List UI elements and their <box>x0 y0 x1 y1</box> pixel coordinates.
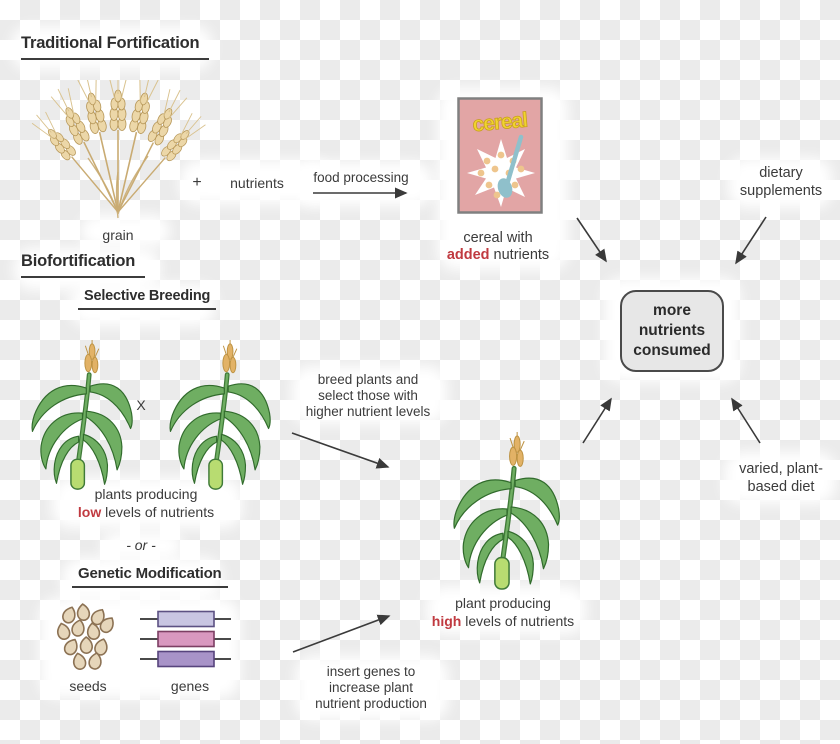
grain-label: grain <box>102 227 134 243</box>
genes-label: genes <box>170 678 210 694</box>
biofortification-heading: Biofortification <box>21 252 146 278</box>
arrow-genes-to-plant <box>292 614 391 653</box>
plant-result-line2: high levels of nutrients <box>432 612 574 630</box>
plus-sign: + <box>192 174 202 191</box>
white-patch <box>296 656 448 720</box>
insert-line1: insert genes to <box>326 664 416 679</box>
white-patch <box>80 215 170 247</box>
insert-genes-note: insert genes to increase plant nutrient … <box>315 664 427 711</box>
plant-result-line1: plant producing <box>455 595 551 611</box>
outcome-line3: consumed <box>633 342 711 359</box>
breed-line3: higher nutrient levels <box>305 403 431 419</box>
corn-plant-illustration-result <box>450 432 562 592</box>
varied-diet-label: varied, plant- based diet <box>739 460 823 496</box>
white-patch <box>14 248 160 290</box>
high-highlight: high <box>431 613 462 629</box>
white-patch <box>724 452 836 504</box>
food-processing-label: food processing <box>313 170 409 185</box>
high-nutrient-plant-label: plant producing high levels of nutrients <box>432 594 574 630</box>
plants-line2: low levels of nutrients <box>78 503 214 521</box>
white-patch <box>298 162 433 206</box>
arrow-breeding-to-plant <box>291 432 390 469</box>
cereal-result-rest: nutrients <box>489 247 550 263</box>
low-nutrient-plants-label: plants producing low levels of nutrients <box>78 485 214 521</box>
corn-plant-illustration-left <box>28 340 135 492</box>
white-patch <box>70 284 216 326</box>
seeds-label: seeds <box>69 678 107 694</box>
white-patch <box>62 558 222 600</box>
white-patch <box>728 158 832 208</box>
genetic-modification-heading: Genetic Modification <box>72 565 228 588</box>
cross-symbol: X <box>136 397 146 413</box>
low-highlight: low <box>77 504 102 520</box>
or-divider: - or - <box>126 537 156 553</box>
arrow-cereal-to-outcome <box>576 217 607 263</box>
traditional-fortification-heading: Traditional Fortification <box>21 34 210 60</box>
breed-plants-note: breed plants and select those with highe… <box>306 372 431 419</box>
cereal-result-label: cereal with added nutrients <box>447 230 549 264</box>
cereal-result-line2: added nutrients <box>447 247 549 264</box>
outcome-line2: nutrients <box>638 322 706 339</box>
arrow-plant-to-outcome <box>582 397 612 444</box>
breed-line1: breed plants and <box>317 372 419 387</box>
insert-line3: nutrient production <box>315 695 427 711</box>
wheat-grain-illustration <box>30 80 206 220</box>
cereal-brand-text: cereal <box>472 109 529 137</box>
dietary-line2: supplements <box>739 182 823 199</box>
seeds-illustration <box>54 602 118 672</box>
nutrients-label: nutrients <box>230 175 284 191</box>
added-highlight: added <box>446 247 490 263</box>
varied-line2: based diet <box>747 479 815 495</box>
plant-result-rest: levels of nutrients <box>461 613 575 629</box>
white-patch <box>12 26 212 70</box>
dietary-line1: dietary <box>759 165 803 181</box>
varied-line1: varied, plant- <box>739 461 823 477</box>
breed-line2: select those with <box>318 387 418 403</box>
plants-line1: plants producing <box>94 486 198 502</box>
arrow-varied-diet-to-outcome <box>731 397 761 444</box>
cereal-box-illustration: cereal <box>457 97 543 214</box>
insert-line2: increase plant <box>328 679 414 695</box>
genes-illustration <box>140 610 231 668</box>
white-patch <box>426 586 586 634</box>
dietary-supplements-label: dietary supplements <box>740 165 822 200</box>
arrow-supplements-to-outcome <box>735 216 767 265</box>
cereal-result-line1: cereal with <box>463 230 533 246</box>
corn-plant-illustration-right <box>166 340 273 492</box>
outcome-line1: more <box>653 302 691 319</box>
white-patch <box>102 532 182 560</box>
white-patch <box>292 366 447 424</box>
plants-rest: levels of nutrients <box>101 504 215 520</box>
more-nutrients-consumed-node: more nutrients consumed <box>620 290 724 372</box>
selective-breeding-heading: Selective Breeding <box>78 288 217 310</box>
